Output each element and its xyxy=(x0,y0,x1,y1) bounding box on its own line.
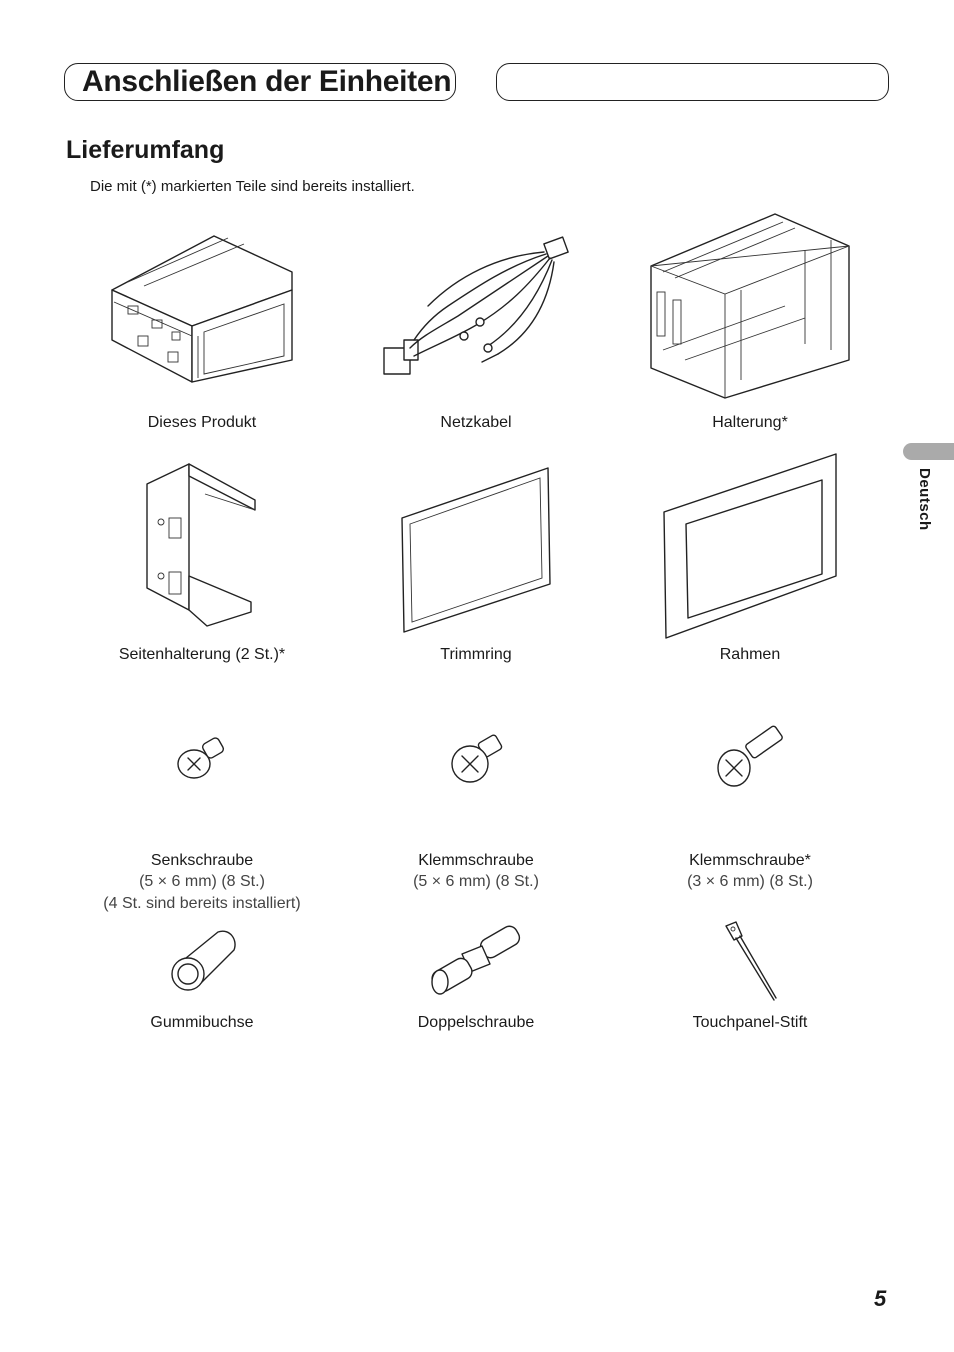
item-label-binding-screw: Klemmschraube xyxy=(418,852,534,869)
page-number: 5 xyxy=(874,1286,887,1311)
item-label-side-bracket: Seitenhalterung (2 St.)* xyxy=(118,646,286,663)
item-label-double-screw: Doppelschraube xyxy=(417,1014,535,1031)
item-sub-countersunk-size: (5 × 6 mm) (8 St.) xyxy=(139,873,265,890)
power-cable-illustration xyxy=(383,236,569,375)
trim-ring-illustration xyxy=(401,467,551,633)
item-label-countersunk-screw: Senkschraube xyxy=(150,852,254,869)
language-tab-label: Deutsch xyxy=(916,468,933,531)
item-label-frame: Rahmen xyxy=(719,646,781,663)
section-title: Lieferumfang xyxy=(66,136,225,164)
intro-text: Die mit (*) markierten Teile sind bereit… xyxy=(90,178,415,195)
item-label-touch-pen: Touchpanel-Stift xyxy=(692,1014,808,1031)
item-label-sleeve: Halterung* xyxy=(712,414,788,431)
item-label-rubber-bush: Gummibuchse xyxy=(150,1014,254,1031)
item-sub-countersunk-note: (4 St. sind bereits installiert) xyxy=(103,895,301,912)
product-unit-illustration xyxy=(111,235,293,383)
item-label-power-cable: Netzkabel xyxy=(440,414,512,431)
chapter-title-box xyxy=(64,63,456,101)
item-sub-binding-star-size: (3 × 6 mm) (8 St.) xyxy=(687,873,813,890)
touch-pen-illustration xyxy=(725,921,777,1001)
language-tab xyxy=(903,443,954,460)
double-screw-illustration xyxy=(431,925,521,995)
countersunk-screw-illustration xyxy=(177,737,225,779)
frame-illustration xyxy=(663,453,837,639)
item-sub-binding-size: (5 × 6 mm) (8 St.) xyxy=(413,873,539,890)
rubber-bush-illustration xyxy=(171,930,236,991)
chapter-title: Anschließen der Einheiten xyxy=(82,65,452,98)
header-empty-box xyxy=(496,63,889,101)
binding-screw-illustration xyxy=(451,734,503,783)
side-bracket-illustration xyxy=(146,463,256,627)
item-label-product: Dieses Produkt xyxy=(147,414,257,431)
item-label-binding-screw-star: Klemmschraube* xyxy=(689,852,811,869)
binding-screw-small-illustration xyxy=(717,725,783,787)
mounting-sleeve-illustration xyxy=(650,213,850,399)
item-label-trim-ring: Trimmring xyxy=(440,646,512,663)
